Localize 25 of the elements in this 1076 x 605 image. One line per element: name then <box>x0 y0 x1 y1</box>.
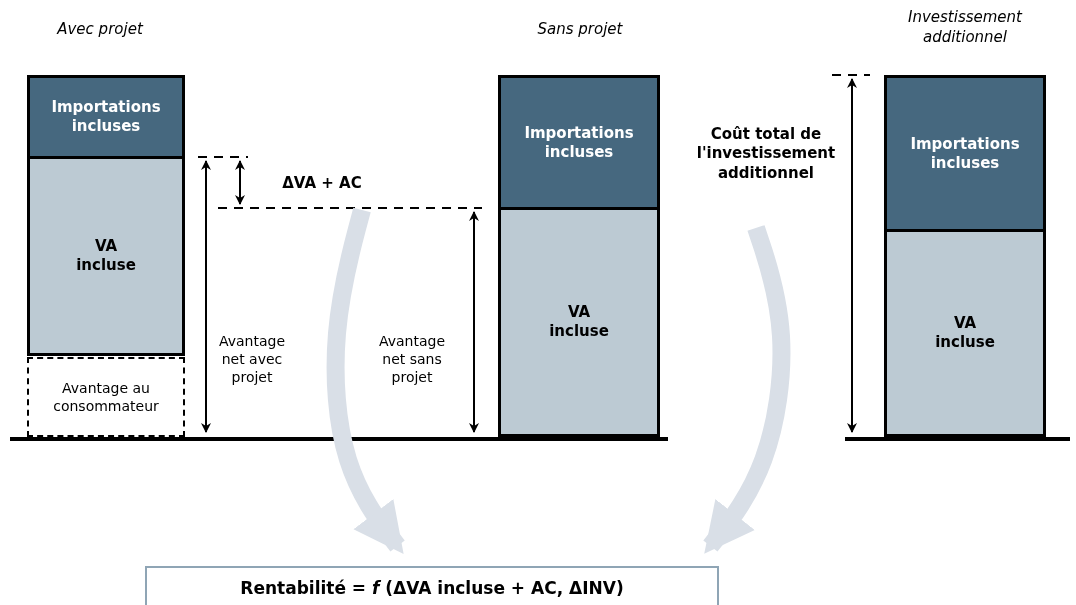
imports-bar-segment <box>498 75 660 210</box>
value-added-bar-segment <box>498 207 660 437</box>
segment-label: VA incluse <box>75 236 137 276</box>
investment-cost-label: Coût total de l'investissement additionnel <box>695 124 837 184</box>
segment-label: Avantage au consommateur <box>52 378 160 416</box>
curved-arrow <box>703 225 791 554</box>
segment-label: Importations incluses <box>909 134 1021 173</box>
formula-box <box>145 566 719 605</box>
segment-label: VA incluse <box>934 313 996 353</box>
value-added-bar-segment <box>884 229 1046 437</box>
imports-bar-segment <box>27 75 185 159</box>
column-heading: Sans projet <box>536 20 624 40</box>
value-added-bar-segment <box>27 156 185 356</box>
curved-arrow <box>326 207 405 554</box>
formula-text: Rentabilité = f (ΔVA incluse + AC, ΔINV) <box>240 578 624 598</box>
imports-bar-segment <box>884 75 1046 232</box>
segment-label: Importations incluses <box>50 98 162 136</box>
dimension-label: Avantage net avec projet <box>217 332 287 387</box>
segment-label: VA incluse <box>548 302 610 342</box>
consumer-benefit-dashed-box <box>27 357 185 437</box>
dimension-label: Avantage net sans projet <box>377 332 447 387</box>
column-heading: Investissement additionnel <box>907 8 1024 47</box>
segment-label: Importations incluses <box>523 123 635 162</box>
column-heading: Avec projet <box>55 20 145 40</box>
delta-label: ΔVA + AC <box>282 174 362 194</box>
